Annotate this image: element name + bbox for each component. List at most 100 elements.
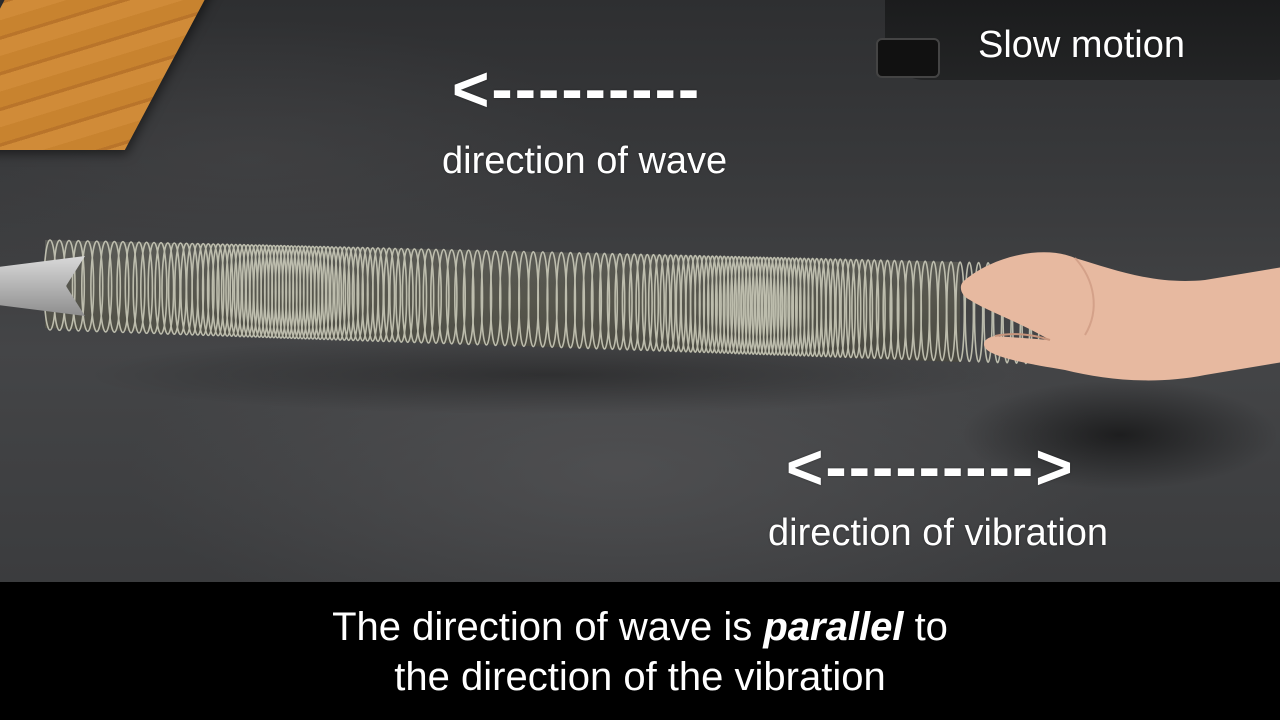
spring-coil — [628, 253, 640, 351]
spring-coil — [647, 253, 660, 352]
spring-coil — [973, 261, 984, 363]
spring-coil — [220, 243, 234, 337]
spring-coil — [710, 255, 722, 354]
spring-coil — [733, 255, 745, 355]
spring-coil — [90, 240, 104, 333]
spring-coil — [154, 241, 168, 335]
spring-coil — [983, 261, 993, 363]
spring-coil — [564, 251, 577, 349]
spring-coil — [776, 256, 787, 356]
spring-coil — [722, 255, 734, 355]
spring-coil — [415, 248, 428, 344]
slow-motion-badge: Slow motion — [978, 24, 1185, 66]
caption-line-2: the direction of the vibration — [394, 655, 886, 699]
spring-coil — [453, 249, 466, 345]
spring-coil — [768, 256, 780, 356]
spring-coil — [856, 258, 868, 359]
vibration-direction-label: direction of vibration — [768, 512, 1109, 554]
spring-coil — [882, 259, 893, 360]
spring-coil — [665, 254, 677, 353]
spring-coil — [321, 245, 335, 341]
spring-coil — [621, 253, 633, 351]
slinky-spring — [43, 239, 1040, 365]
spring-coil — [342, 246, 355, 342]
spring-coil — [698, 255, 710, 354]
spring-coil — [395, 247, 408, 343]
spring-coil — [794, 257, 806, 357]
spring-coil — [714, 255, 726, 354]
spring-coil — [758, 256, 770, 356]
spring-coil — [437, 248, 450, 345]
spring-coil — [329, 246, 343, 341]
spring-coil — [875, 259, 886, 360]
spring-coil — [429, 248, 442, 344]
spring-coil — [462, 249, 475, 346]
spring-coil — [779, 256, 791, 356]
spring-coil — [408, 248, 421, 344]
spring-coil — [325, 246, 339, 341]
spring-coil — [730, 255, 741, 355]
spring-coil — [338, 246, 351, 341]
spring-coil — [225, 243, 238, 337]
spring-coil — [351, 246, 364, 342]
spring-coil — [161, 242, 175, 335]
spring-coil — [489, 250, 502, 347]
spring-coil — [201, 243, 215, 337]
spring-coil — [196, 242, 210, 337]
spring-coil — [641, 253, 653, 352]
spring-coil — [737, 255, 748, 355]
spring-coil — [726, 255, 738, 355]
spring-coil — [791, 257, 802, 357]
spring-coil — [706, 255, 718, 354]
spring-coil — [147, 241, 161, 335]
subtitle-caption: The direction of wave is parallel to the… — [0, 582, 1280, 720]
spring-coil — [480, 249, 493, 346]
spring-coil — [229, 243, 243, 338]
spring-coil — [840, 258, 851, 359]
spring-coil — [845, 258, 856, 359]
spring-coil — [377, 247, 390, 343]
black-bag — [885, 0, 1280, 80]
spring-coil — [401, 247, 414, 344]
spring-coil — [124, 241, 138, 334]
spring-coils — [43, 239, 1040, 365]
spring-coil — [582, 252, 594, 350]
spring-coil — [747, 256, 759, 355]
spring-coil — [869, 259, 880, 360]
spring-coil — [830, 258, 841, 358]
wave-direction-label: direction of wave — [442, 140, 728, 182]
spring-coil — [772, 256, 784, 356]
spring-coil — [471, 249, 484, 346]
spring-coil — [851, 258, 862, 359]
spring-coil — [825, 258, 836, 358]
spring-coil — [740, 256, 752, 355]
spring-coil — [573, 252, 586, 350]
spring-coil — [653, 253, 666, 352]
spring-coil — [783, 257, 795, 357]
spring-coil — [98, 240, 113, 333]
bag-clamp — [876, 38, 940, 78]
spring-coil — [761, 256, 773, 356]
spring-coil — [889, 259, 900, 360]
spring-coil — [317, 245, 331, 341]
spring-coil — [116, 240, 130, 334]
spring-coil — [71, 239, 86, 332]
spring-coil — [422, 248, 435, 344]
spring-coil — [383, 247, 396, 343]
spring-coil — [614, 253, 626, 351]
wave-direction-arrow: <--------- — [452, 53, 702, 125]
spring-coil — [445, 248, 458, 345]
caption-line-1-after: to — [903, 605, 948, 649]
spring-coil — [216, 243, 230, 337]
caption-line-1-before: The direction of wave is — [332, 605, 764, 649]
spring-coil — [206, 243, 220, 337]
vibration-direction-arrow: <---------> — [786, 431, 1075, 503]
caption-emphasis: parallel — [763, 605, 904, 649]
caption-line-1: The direction of wave is parallel to — [0, 602, 1280, 652]
video-scene: Slow motion <--------- direction of wave… — [0, 0, 1280, 582]
spring-coil — [744, 256, 756, 355]
spring-coil — [389, 247, 402, 343]
hand-shadow — [960, 380, 1280, 490]
spring-coil — [598, 252, 611, 350]
